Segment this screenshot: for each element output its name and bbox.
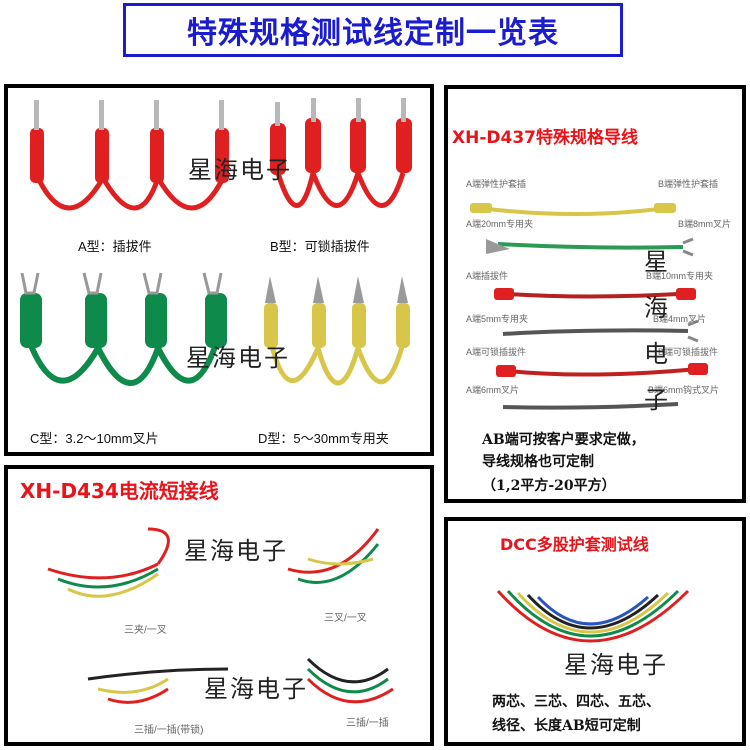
caption-three-plug-one-plug-lock: 三插/一插(带锁) bbox=[134, 725, 204, 736]
title-box: 特殊规格测试线定制一览表 bbox=[123, 3, 623, 57]
label-b-6: B端6mm钩式叉片 bbox=[648, 385, 720, 395]
watermark-vertical: 星海电子 bbox=[644, 248, 670, 414]
watermark-5: 星海电子 bbox=[564, 651, 668, 679]
green-fork-cables-c bbox=[20, 272, 227, 386]
watermark-1: 星海电子 bbox=[188, 156, 292, 184]
xh-d437-heading: XH-D437特殊规格导线 bbox=[452, 128, 638, 148]
panel-plug-types: 星海电子 星海电子 A型：插拔件 B型：可锁插拔件 C型：3.2～10mm叉片 … bbox=[4, 84, 434, 456]
label-a-4: A端5mm专用夹 bbox=[466, 314, 529, 324]
dcc-note-1: 两芯、三芯、四芯、五芯、 bbox=[492, 694, 660, 710]
dcc-note-2: 线径、长度AB短可定制 bbox=[492, 718, 641, 734]
label-a-1: A端弹性护套插 bbox=[466, 179, 527, 189]
label-a-2: A端20mm专用夹 bbox=[466, 219, 534, 229]
caption-a-type: A型：插拔件 bbox=[78, 239, 152, 254]
caption-d-type: D型：5～30mm专用夹 bbox=[258, 431, 389, 446]
xh-d437-note-2: 导线规格也可定制 bbox=[482, 454, 594, 470]
label-b-3: B端10mm专用夹 bbox=[646, 271, 714, 281]
page-title: 特殊规格测试线定制一览表 bbox=[187, 16, 559, 51]
xh-d434-heading: XH-D434电流短接线 bbox=[20, 479, 219, 503]
red-plug-cables-b bbox=[270, 98, 412, 208]
caption-b-type: B型：可锁插拔件 bbox=[270, 239, 370, 254]
xh-d437-note-1: AB端可按客户要求定做， bbox=[482, 432, 645, 448]
label-a-6: A端6mm叉片 bbox=[466, 385, 520, 395]
caption-c-type: C型：3.2～10mm叉片 bbox=[30, 431, 159, 446]
red-plug-cables-a bbox=[30, 100, 229, 211]
label-b-5: B端可锁插拔件 bbox=[658, 347, 719, 357]
xh-d434-illustration bbox=[47, 527, 394, 704]
yellow-clip-cables-d bbox=[264, 276, 410, 386]
watermark-3: 星海电子 bbox=[184, 537, 288, 565]
label-b-1: B端弹性护套插 bbox=[658, 179, 719, 189]
plug-types-illustration bbox=[20, 98, 412, 386]
label-b-2: B端8mm叉片 bbox=[678, 219, 732, 229]
watermark-4: 星海电子 bbox=[204, 675, 308, 703]
dcc-heading: DCC多股护套测试线 bbox=[500, 535, 649, 554]
xh-d437-note-3: （1,2平方-20平方） bbox=[482, 478, 616, 494]
panel-xh-d434: XH-D434电流短接线 星海电子 星海电子 三夹/一叉 三叉/一叉 三插/一插… bbox=[4, 465, 434, 746]
caption-three-plug-one-plug: 三插/一插 bbox=[346, 718, 389, 729]
label-a-3: A端插拔件 bbox=[466, 271, 509, 281]
caption-three-clip-one-fork: 三夹/一叉 bbox=[124, 625, 167, 636]
panel-xh-d437: XH-D437特殊规格导线 A端弹性护套插 B端弹性护套插 A端20mm专用夹 … bbox=[444, 85, 746, 503]
xh-d437-illustration bbox=[470, 203, 708, 410]
label-b-4: B端4mm叉片 bbox=[653, 314, 707, 324]
dcc-illustration bbox=[496, 589, 690, 643]
caption-three-fork-one-fork: 三叉/一叉 bbox=[324, 613, 367, 624]
label-a-5: A端可锁插拔件 bbox=[466, 347, 527, 357]
watermark-2: 星海电子 bbox=[186, 344, 290, 372]
panel-dcc: DCC多股护套测试线 星海电子 两芯、三芯、四芯、五芯、 线径、长度AB短可定制 bbox=[444, 517, 746, 746]
